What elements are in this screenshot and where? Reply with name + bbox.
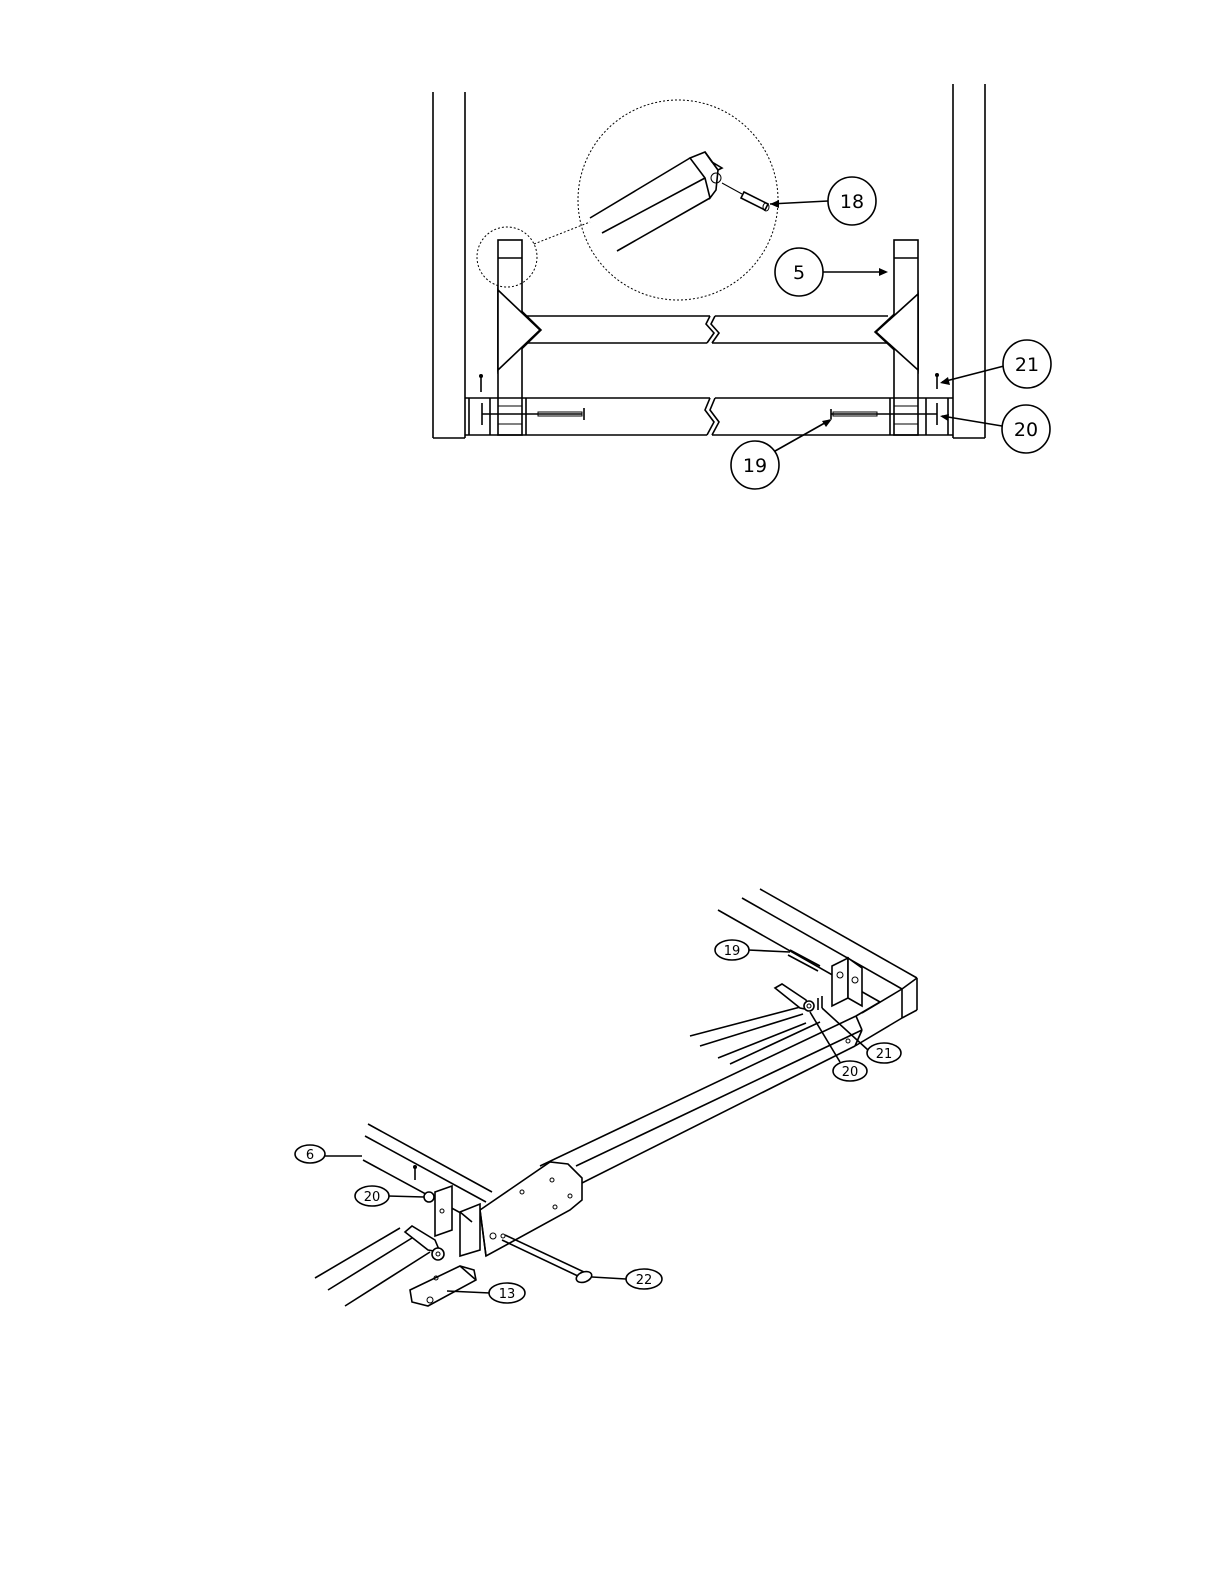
callout-5: 5 <box>775 248 888 296</box>
svg-text:19: 19 <box>743 455 767 477</box>
iso-main-tube <box>540 1016 862 1185</box>
svg-text:22: 22 <box>636 1273 653 1288</box>
svg-text:5: 5 <box>793 262 805 284</box>
iso-junction-housing <box>480 1162 582 1256</box>
right-bolt <box>831 403 937 425</box>
iso-long-pin <box>502 1235 593 1284</box>
iso-callout-19: 19 <box>715 940 790 960</box>
top-view <box>433 84 985 438</box>
callout-19: 19 <box>731 419 832 489</box>
right-cotter-pin <box>935 373 939 389</box>
upper-cross-beam <box>498 288 918 372</box>
callout-20: 20 <box>940 405 1050 453</box>
svg-text:21: 21 <box>876 1047 893 1062</box>
isometric-view <box>315 889 917 1306</box>
detail-tube-end <box>590 152 722 251</box>
iso-callout-20-lower: 20 <box>355 1186 424 1206</box>
svg-text:20: 20 <box>1014 419 1038 441</box>
iso-foot-plate <box>410 1266 476 1306</box>
svg-text:18: 18 <box>840 191 864 213</box>
callout-18: 18 <box>770 177 876 225</box>
svg-text:21: 21 <box>1015 354 1039 376</box>
svg-text:20: 20 <box>364 1190 381 1205</box>
svg-text:6: 6 <box>306 1148 314 1163</box>
detail-leader-line <box>534 222 590 244</box>
iso-callout-6: 6 <box>295 1145 362 1163</box>
right-frame-rail <box>953 84 985 438</box>
left-frame-rail <box>433 92 465 438</box>
svg-text:13: 13 <box>499 1287 516 1302</box>
svg-text:19: 19 <box>724 944 741 959</box>
callout-21: 21 <box>940 340 1051 388</box>
iso-callout-21: 21 <box>822 1008 901 1063</box>
iso-upper-bracket <box>775 950 862 1011</box>
svg-text:20: 20 <box>842 1065 859 1080</box>
iso-right-rails <box>690 1005 820 1064</box>
detail-pin-18 <box>722 183 769 211</box>
iso-callout-22: 22 <box>592 1269 662 1289</box>
left-cotter-pin <box>479 374 483 392</box>
